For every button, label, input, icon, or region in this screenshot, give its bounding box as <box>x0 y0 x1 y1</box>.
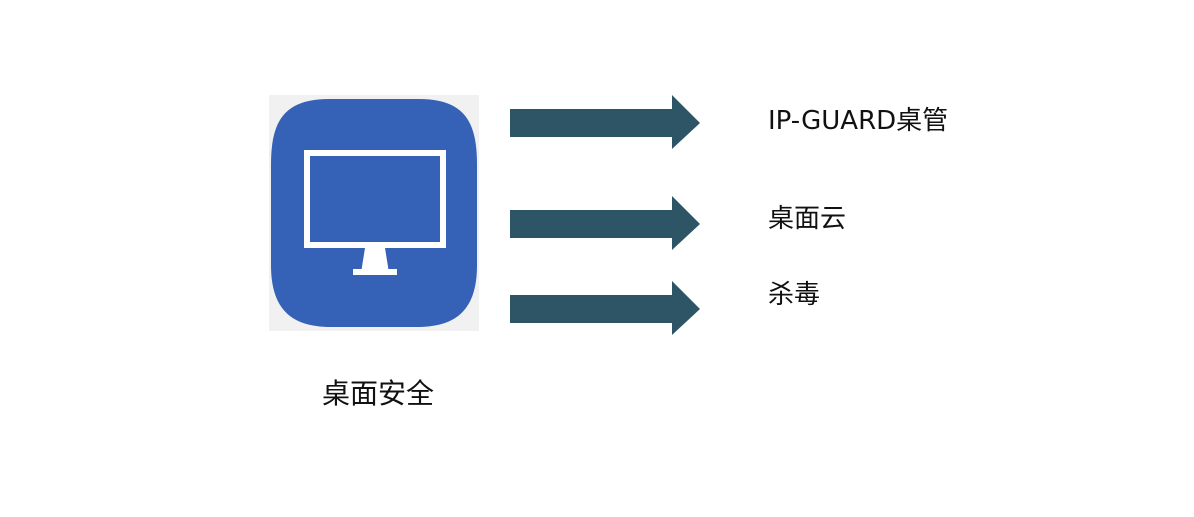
arrow-1 <box>510 95 700 149</box>
branch-label-desktop-cloud: 桌面云 <box>768 204 847 234</box>
diagram-caption: 桌面安全 <box>321 377 434 410</box>
branch-label-antivirus: 杀毒 <box>768 280 821 310</box>
arrow-3 <box>510 281 700 335</box>
branch-label-ipguard: IP-GUARD桌管 <box>768 106 949 136</box>
arrow-2 <box>510 196 700 250</box>
desktop-monitor-icon <box>271 99 477 327</box>
